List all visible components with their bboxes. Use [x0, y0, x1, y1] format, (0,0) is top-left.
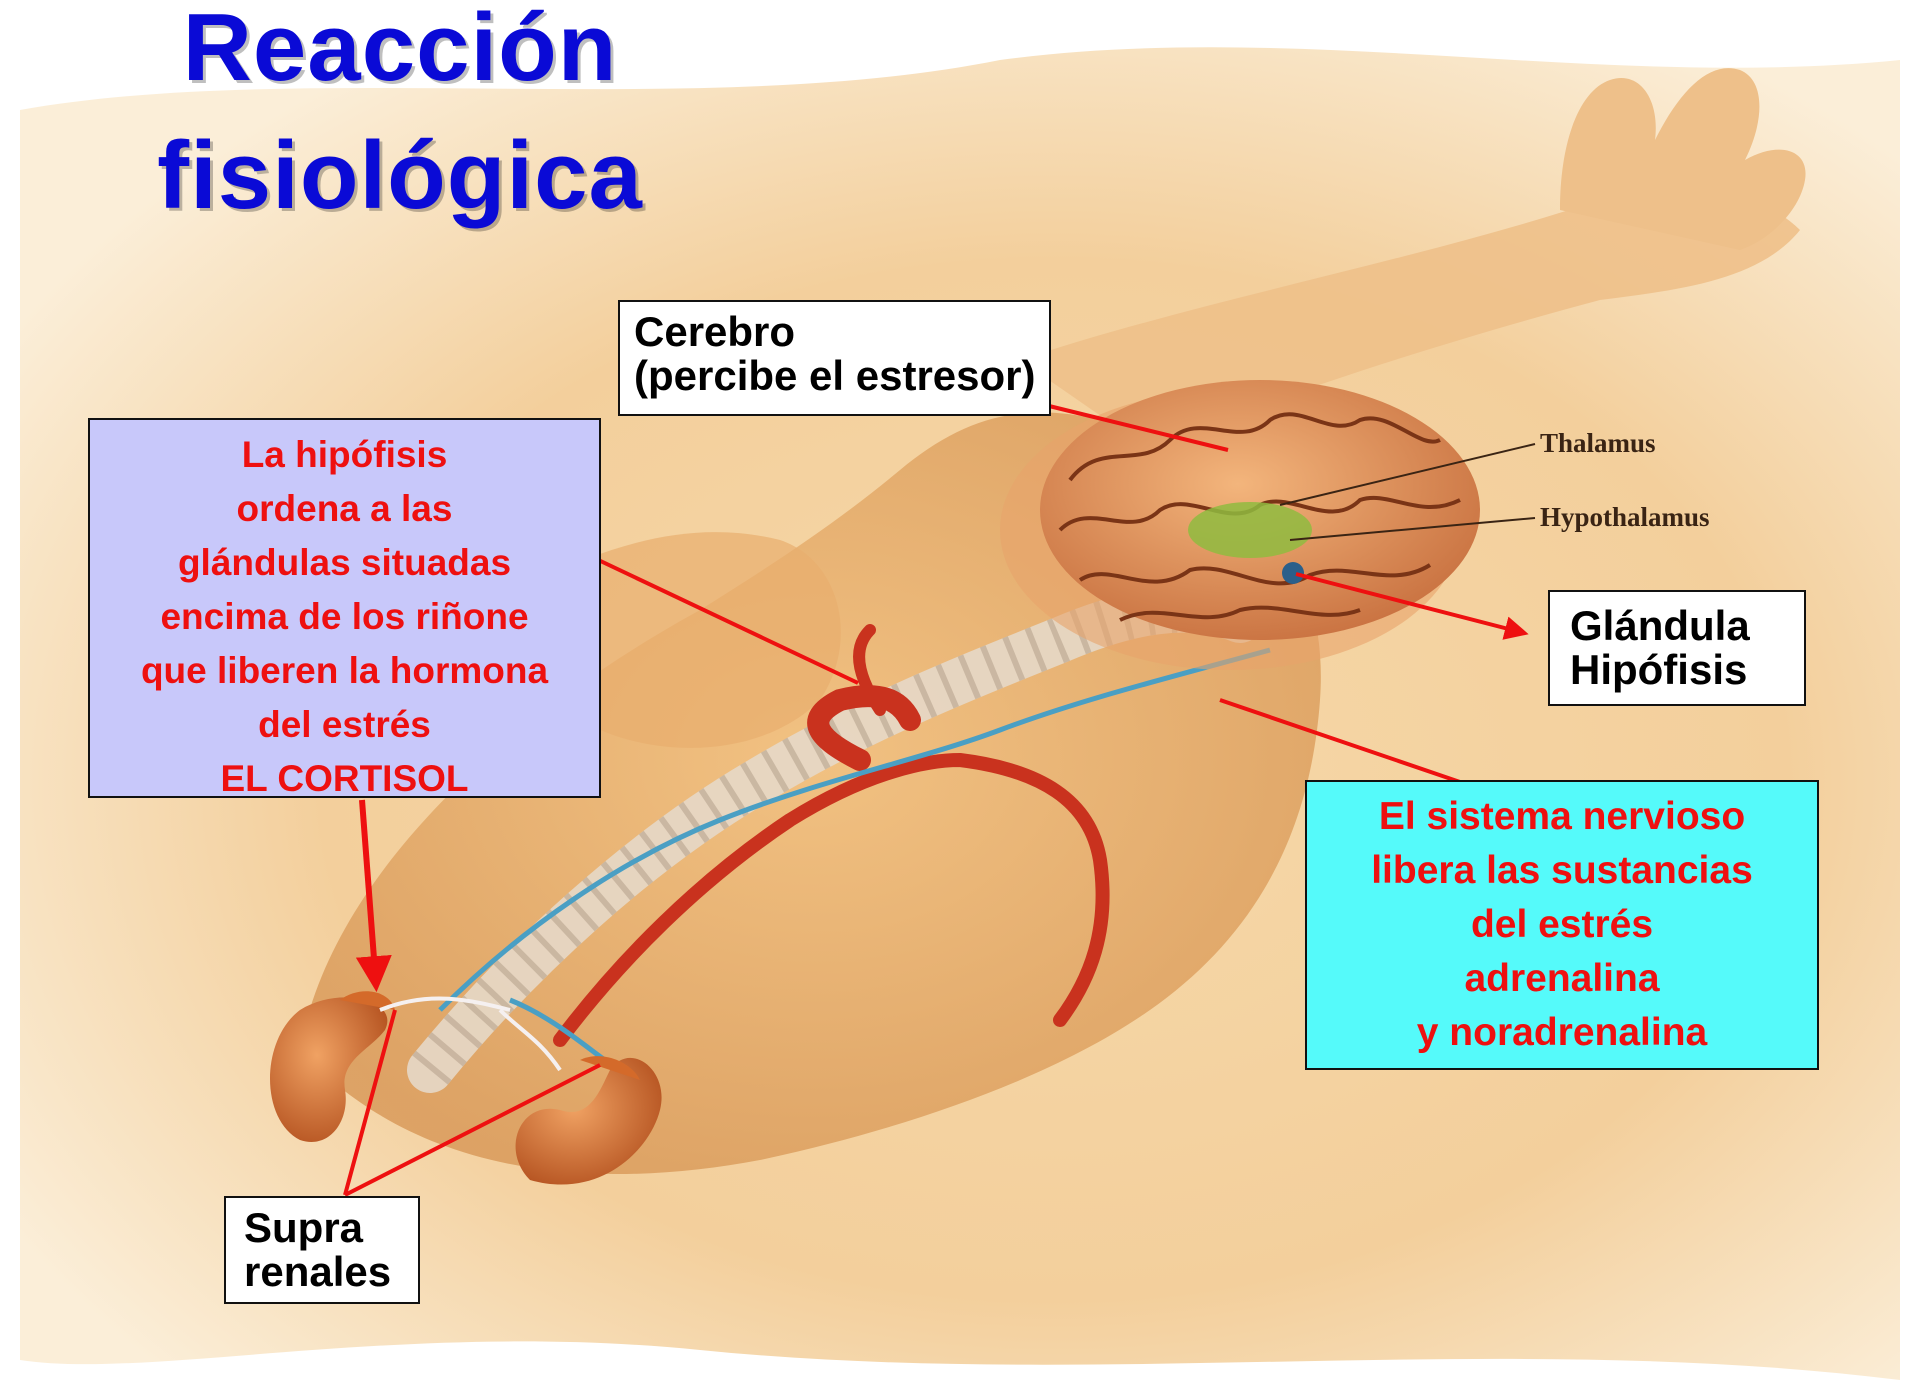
pituitary-action-line: que liberen la hormona — [90, 644, 599, 698]
brain-label-line-2: (percibe el estresor) — [634, 354, 1035, 398]
pituitary-action-line: ordena a las — [90, 482, 599, 536]
slide-title-line-2: fisiológica — [0, 128, 800, 224]
slide-title-line-1: Reacción — [0, 0, 800, 96]
pituitary-action-callout: La hipófisis ordena a las glándulas situ… — [88, 418, 601, 798]
pituitary-label-line-1: Glándula — [1570, 604, 1790, 648]
adrenal-label-line-2: renales — [244, 1250, 404, 1294]
adrenal-label-box: Supra renales — [224, 1196, 420, 1304]
hypothalamus-label: Hypothalamus — [1540, 502, 1710, 533]
brain-label-box: Cerebro (percibe el estresor) — [618, 300, 1051, 416]
nervous-system-line: El sistema nervioso — [1307, 790, 1817, 844]
nervous-system-line: y noradrenalina — [1307, 1006, 1817, 1060]
nervous-system-line: del estrés — [1307, 898, 1817, 952]
pituitary-action-line: del estrés — [90, 698, 599, 752]
thalamus-label: Thalamus — [1540, 428, 1656, 459]
cortisol-line: EL CORTISOL — [90, 752, 599, 806]
pituitary-label-line-2: Hipófisis — [1570, 648, 1790, 692]
brain-label-line-1: Cerebro — [634, 310, 1035, 354]
pituitary-action-line: encima de los riñone — [90, 590, 599, 644]
nervous-system-line: libera las sustancias — [1307, 844, 1817, 898]
nervous-system-callout: El sistema nervioso libera las sustancia… — [1305, 780, 1819, 1070]
adrenal-label-line-1: Supra — [244, 1206, 404, 1250]
pituitary-action-line: La hipófisis — [90, 428, 599, 482]
pituitary-action-line: glándulas situadas — [90, 536, 599, 590]
nervous-system-line: adrenalina — [1307, 952, 1817, 1006]
pituitary-label-box: Glándula Hipófisis — [1548, 590, 1806, 706]
